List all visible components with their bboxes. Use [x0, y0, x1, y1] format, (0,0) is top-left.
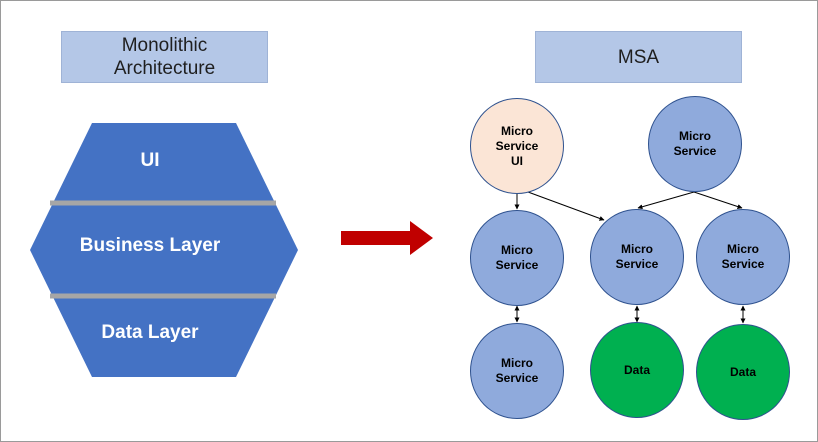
- msa-title: MSA: [535, 31, 742, 83]
- node-label-line: Micro: [500, 123, 533, 138]
- top-service-node: Micro Service: [648, 96, 742, 192]
- node-label-line: UI: [511, 153, 523, 168]
- connector-ui-to-mid-center: [527, 191, 605, 221]
- node-label-line: Micro: [726, 242, 759, 256]
- connector-top-to-mid-center: [637, 191, 695, 210]
- layer-label-data: Data Layer: [101, 322, 199, 343]
- ui-service-node: Micro Service UI: [470, 98, 564, 194]
- data-right-node: Data: [696, 324, 790, 420]
- layer-label-ui: UI: [140, 150, 160, 171]
- msa-title-text: MSA: [617, 46, 660, 68]
- bottom-left-service-node: Micro Service: [470, 323, 564, 419]
- mid-center-service-node: Micro Service: [590, 209, 684, 305]
- monolith-title-line1: Monolithic: [121, 35, 208, 56]
- connector-top-to-mid-right: [693, 191, 743, 209]
- node-label-line: Micro: [678, 129, 711, 143]
- mid-right-service-node: Micro Service: [696, 209, 790, 305]
- monolith-title-line2: Architecture: [113, 58, 216, 79]
- node-label-line: Micro: [500, 243, 533, 257]
- node-label-line: Service: [495, 371, 539, 385]
- node-label-line: Data: [729, 364, 756, 379]
- monolith-title: Monolithic Architecture: [61, 31, 268, 83]
- node-label-line: Service: [495, 258, 539, 272]
- transition-arrow: [341, 221, 433, 255]
- layer-label-business: Business Layer: [79, 235, 221, 256]
- data-center-node: Data: [590, 322, 684, 418]
- mid-left-service-node: Micro Service: [470, 210, 564, 306]
- node-label-line: Service: [721, 257, 765, 271]
- connectors: [514, 191, 746, 324]
- monolith-hexagon: [30, 123, 298, 377]
- node-label-line: Service: [495, 138, 539, 153]
- node-label-line: Micro: [620, 242, 653, 256]
- node-label-line: Service: [673, 144, 717, 158]
- node-label-line: Service: [615, 257, 659, 271]
- node-label-line: Data: [623, 362, 650, 377]
- node-label-line: Micro: [500, 356, 533, 370]
